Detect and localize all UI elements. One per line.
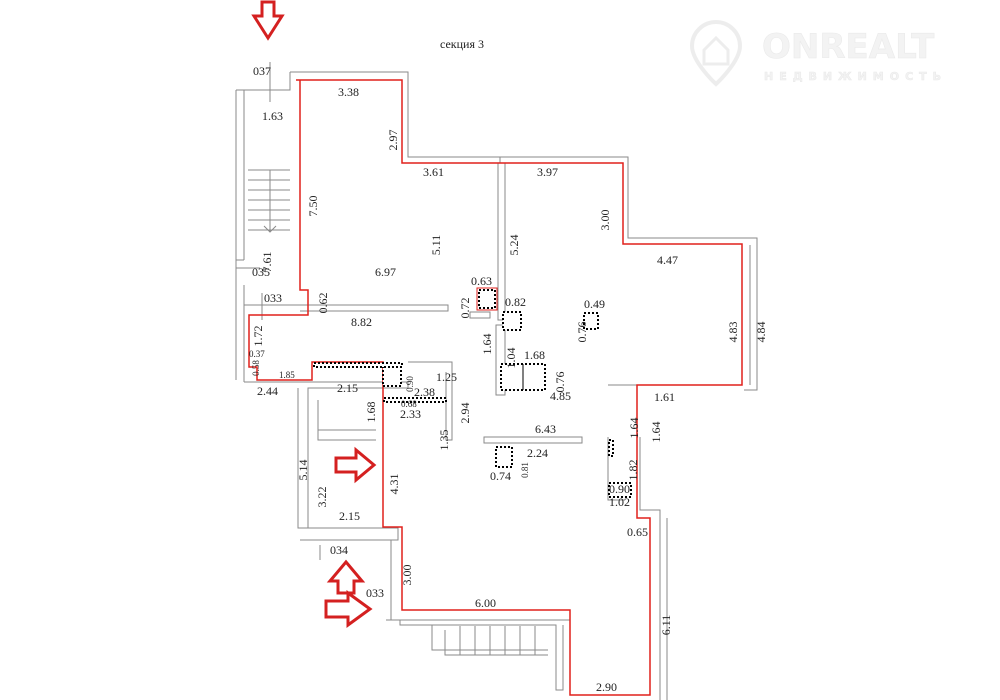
dimension-label: 6.97 — [375, 265, 396, 279]
dimension-label: 0.74 — [490, 469, 511, 483]
dimension-label: 0.37 — [249, 349, 265, 359]
dimension-label: 0.76 — [575, 322, 589, 343]
dimension-label: 1.63 — [262, 109, 283, 123]
dimension-label: 2.97 — [386, 130, 400, 151]
dimension-label: 4.83 — [726, 322, 740, 343]
dimension-label: 0.65 — [627, 525, 648, 539]
dimension-label: 0.63 — [471, 274, 492, 288]
dimension-label: 3.00 — [400, 565, 414, 586]
dimension-label: 7.50 — [306, 196, 320, 217]
dimension-label: 0.58 — [251, 360, 261, 376]
dimension-label: 1.25 — [436, 370, 457, 384]
dimension-label: 0.68 — [401, 399, 417, 409]
dimension-label: 1.68 — [524, 348, 545, 362]
dimension-label: 2.15 — [339, 509, 360, 523]
dimension-label: 035 — [252, 265, 270, 279]
dimension-label: 1.64 — [480, 334, 494, 355]
dimension-label: 1.85 — [279, 370, 295, 380]
dimension-label: 2.90 — [596, 680, 617, 694]
dimension-label: 3.61 — [423, 165, 444, 179]
walls — [235, 62, 758, 700]
dimension-label: 4.47 — [657, 253, 678, 267]
dimension-label: 1.04 — [504, 348, 518, 369]
dimension-label: 3.97 — [537, 165, 558, 179]
dimension-label: 0.72 — [458, 298, 472, 319]
logo-name: ONREALT — [762, 27, 935, 67]
dimension-label: 2.44 — [257, 384, 278, 398]
dimension-label: 0.81 — [520, 462, 530, 478]
dimension-label: 1.68 — [364, 402, 378, 423]
entrance-arrow-right-2 — [324, 590, 373, 628]
dimension-label: 4.85 — [550, 389, 571, 403]
section-title: секция 3 — [440, 37, 484, 51]
dimension-label: 6.00 — [475, 596, 496, 610]
dimension-label: 1.35 — [437, 430, 451, 451]
dimension-label: 0.90 — [609, 482, 630, 496]
entrance-arrow-right-1 — [334, 446, 377, 484]
premises-outline — [248, 79, 743, 696]
onrealt-logo: ONREALT НЕДВИЖИМОСТЬ — [689, 19, 947, 87]
dimension-label: 7.61 — [260, 252, 274, 273]
dimension-label: 5.14 — [296, 460, 310, 481]
dimension-label: 0.90 — [405, 376, 415, 392]
dimension-label: 0.82 — [505, 295, 526, 309]
dimension-label: 3.38 — [338, 85, 359, 99]
dimension-label: 5.24 — [507, 235, 521, 256]
dimension-label: 8.82 — [351, 315, 372, 329]
dimension-label: 2.33 — [400, 407, 421, 421]
entrance-arrow-top — [251, 0, 285, 41]
dimension-label: 6.43 — [535, 422, 556, 436]
dimension-label: 2.15 — [337, 381, 358, 395]
dimension-label: 034 — [330, 543, 348, 557]
dimension-labels: 037 3.38 1.63 2.97 3.61 3.97 7.50 5.11 5.24 3.00 7… — [249, 64, 768, 694]
dimension-label: 3.22 — [315, 487, 329, 508]
ventilation-shafts — [313, 287, 632, 498]
logo-subtitle: НЕДВИЖИМОСТЬ — [764, 70, 947, 83]
dimension-label: 5.11 — [429, 235, 443, 256]
dimension-label: 033 — [366, 586, 384, 600]
dimension-label: 037 — [253, 64, 271, 78]
dimension-label: 1.02 — [609, 495, 630, 509]
dimension-label: 3.00 — [598, 210, 612, 231]
dimension-label: 4.31 — [387, 474, 401, 495]
dimension-label: 0.49 — [584, 297, 605, 311]
dimension-label: 033 — [264, 291, 282, 305]
dimension-label: 2.94 — [458, 403, 472, 424]
dimension-label: 1.61 — [654, 390, 675, 404]
dimension-label: 0.76 — [553, 372, 567, 393]
dimension-label: 1.64 — [627, 418, 641, 439]
dimension-label: 6.11 — [659, 615, 673, 636]
dimension-label: 1.64 — [649, 422, 663, 443]
dimension-label: 0.62 — [316, 293, 330, 314]
dimension-label: 2.24 — [527, 446, 548, 460]
dimension-label: 1.82 — [626, 460, 640, 481]
dimension-label: 2.38 — [414, 385, 435, 399]
dimension-label: 4.84 — [754, 322, 768, 343]
dimension-label: 1.72 — [251, 326, 265, 347]
entrance-arrow-up — [326, 559, 366, 595]
